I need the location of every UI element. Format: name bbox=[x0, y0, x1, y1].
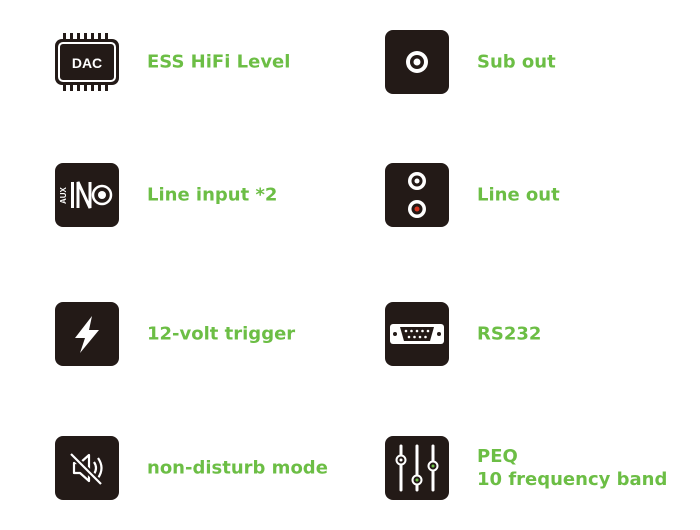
lightning-bolt-icon bbox=[55, 302, 119, 366]
coaxial-jack-icon bbox=[385, 30, 449, 94]
aux-text: AUX bbox=[59, 186, 68, 204]
feature-label: Sub out bbox=[477, 51, 556, 73]
speaker-mute-icon bbox=[55, 436, 119, 500]
feature-label: Line out bbox=[477, 184, 560, 206]
equalizer-sliders-icon bbox=[385, 436, 449, 500]
feature-line-out: Line out bbox=[385, 163, 685, 227]
feature-12v-trigger: 12-volt trigger bbox=[55, 302, 355, 366]
feature-label-line2: 10 frequency band bbox=[477, 469, 668, 490]
feature-peq: PEQ 10 frequency band bbox=[385, 436, 685, 500]
feature-non-disturb: non-disturb mode bbox=[55, 436, 355, 500]
serial-port-icon bbox=[385, 302, 449, 366]
feature-label: RS232 bbox=[477, 323, 542, 345]
feature-label: ESS HiFi Level bbox=[147, 51, 291, 73]
feature-label: Line input *2 bbox=[147, 184, 278, 206]
aux-input-icon: AUX bbox=[55, 163, 119, 227]
feature-sub-out: Sub out bbox=[385, 30, 685, 94]
feature-label: 12-volt trigger bbox=[147, 323, 296, 345]
rca-jacks-icon bbox=[385, 163, 449, 227]
feature-line-input: AUX Line input *2 bbox=[55, 163, 355, 227]
feature-ess-hifi: DAC ESS HiFi Level bbox=[55, 30, 355, 94]
feature-label: PEQ 10 frequency band bbox=[477, 445, 667, 491]
dac-chip-icon: DAC bbox=[55, 30, 119, 94]
feature-label-line1: PEQ bbox=[477, 446, 518, 467]
feature-label: non-disturb mode bbox=[147, 457, 328, 479]
feature-rs232: RS232 bbox=[385, 302, 685, 366]
dac-chip-text: DAC bbox=[72, 55, 102, 71]
